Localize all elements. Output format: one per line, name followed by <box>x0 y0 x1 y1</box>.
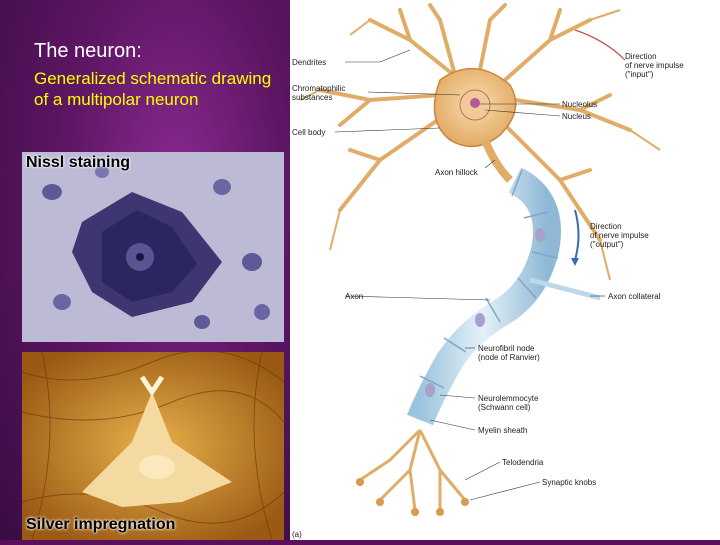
label-axon-hillock: Axon hillock <box>435 168 478 177</box>
label-chromatophilic-2: substances <box>292 93 333 102</box>
neuron-diagram: Dendrites Chromatophilic substances Dire… <box>290 0 720 540</box>
label-axon-collateral: Axon collateral <box>608 292 661 301</box>
schwann-nucleus <box>425 383 435 397</box>
axon-hillock <box>481 138 513 183</box>
label-nucleolus: Nucleolus <box>562 100 598 109</box>
label-neurolemmocyte-2: (Schwann cell) <box>478 403 531 412</box>
dendrite-tips <box>299 9 661 281</box>
label-direction-input-1: Direction <box>625 52 657 61</box>
label-dendrites: Dendrites <box>292 58 327 67</box>
label-telodendria: Telodendria <box>502 458 544 467</box>
label-neurolemmocyte-1: Neurolemmocyte <box>478 394 539 403</box>
figure-tag: (a) <box>292 530 302 539</box>
input-direction-arrow <box>574 29 626 61</box>
dendrites <box>318 3 632 242</box>
slide-title: The neuron: <box>34 40 142 62</box>
label-direction-output-2: of nerve impulse <box>590 231 649 240</box>
silver-impregnation-photo: Silver impregnation <box>22 352 284 540</box>
myelin-sheath <box>407 167 561 426</box>
label-neurofibril-node-1: Neurofibril node <box>478 344 535 353</box>
neuron-illustration <box>299 3 661 516</box>
label-chromatophilic-1: Chromatophilic <box>292 84 346 93</box>
label-cell-body: Cell body <box>292 128 326 137</box>
nissl-micrograph <box>22 152 284 342</box>
slide-subtitle: Generalized schematic drawing of a multi… <box>34 69 272 109</box>
label-myelin-sheath: Myelin sheath <box>478 426 528 435</box>
label-neurofibril-node-2: (node of Ranvier) <box>478 353 540 362</box>
label-direction-input-3: ("input") <box>625 70 654 79</box>
output-arrowhead <box>571 258 579 266</box>
nissl-label: Nissl staining <box>26 154 131 171</box>
left-panel: The neuron: Generalized schematic drawin… <box>0 0 290 540</box>
schwann-nucleus <box>535 228 545 242</box>
telodendria <box>359 428 467 511</box>
output-direction-arrow <box>574 209 580 261</box>
label-direction-output-3: ("output") <box>590 240 624 249</box>
silver-micrograph <box>22 352 284 540</box>
myelin-segments <box>419 169 559 389</box>
label-nucleus: Nucleus <box>562 112 591 121</box>
nissl-staining-photo: Nissl staining <box>22 152 284 342</box>
label-direction-input-2: of nerve impulse <box>625 61 684 70</box>
schwann-nucleus <box>475 313 485 327</box>
label-axon: Axon <box>345 292 364 301</box>
label-direction-output-1: Direction <box>590 222 622 231</box>
label-synaptic-knobs: Synaptic knobs <box>542 478 597 487</box>
silver-label: Silver impregnation <box>26 516 176 533</box>
axon-collateral <box>529 277 601 301</box>
nucleolus <box>470 98 480 108</box>
leader-lines <box>334 49 605 501</box>
synaptic-knobs <box>356 478 469 516</box>
